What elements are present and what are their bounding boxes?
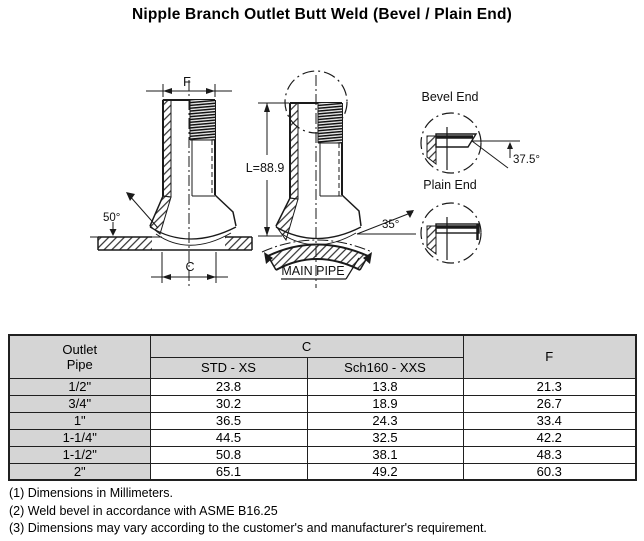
outlet-size-cell: 2" <box>8 462 151 481</box>
bevel-angle-label: 37.5° <box>513 154 540 166</box>
footnote: (1) Dimensions in Millimeters. <box>9 486 173 500</box>
table-row: 2" 65.1 49.2 60.3 <box>8 462 637 481</box>
table-cell: 65.1 <box>149 462 308 481</box>
table-cell: 48.3 <box>462 445 637 464</box>
table-cell: 21.3 <box>462 377 637 396</box>
side-view: L=88.9 35° <box>246 70 416 288</box>
table-cell: 33.4 <box>462 411 637 430</box>
table-row: 3/4" 30.2 18.9 26.7 <box>8 394 637 413</box>
table-cell: 38.1 <box>306 445 464 464</box>
table-cell: 23.8 <box>149 377 308 396</box>
header-std-xs: STD - XS <box>149 356 308 379</box>
run-pipe-wall <box>225 237 252 250</box>
table-cell: 44.5 <box>149 428 308 447</box>
page-title: Nipple Branch Outlet Butt Weld (Bevel / … <box>131 6 513 23</box>
table-cell: 32.5 <box>306 428 464 447</box>
main-pipe-wall <box>268 244 368 270</box>
table-cell: 26.7 <box>462 394 637 413</box>
table-cell: 18.9 <box>306 394 464 413</box>
table-row: 1/2" 23.8 13.8 21.3 <box>8 377 637 396</box>
header-f: F <box>462 334 637 379</box>
thread-section <box>190 100 215 140</box>
footnotes: (1) Dimensions in Millimeters. (2) Weld … <box>9 485 487 538</box>
header-outlet-pipe: Outlet Pipe <box>8 334 151 379</box>
outlet-size-cell: 1-1/4" <box>8 428 151 447</box>
dim-l-label: L=88.9 <box>246 161 285 175</box>
table-cell: 49.2 <box>306 462 464 481</box>
dim-f-label: F <box>183 74 191 89</box>
table-cell: 13.8 <box>306 377 464 396</box>
detail-circle <box>420 112 482 174</box>
table-cell: 36.5 <box>149 411 308 430</box>
table-cell: 60.3 <box>462 462 637 481</box>
main-pipe-centerline <box>261 239 373 253</box>
plain-end-detail: Plain End <box>420 178 482 264</box>
outlet-size-cell: 3/4" <box>8 394 151 413</box>
outlet-size-cell: 1" <box>8 411 151 430</box>
table-row: 1-1/4" 44.5 32.5 42.2 <box>8 428 637 447</box>
weld-angle-label: 35° <box>382 219 399 231</box>
header-sch160-xxs: Sch160 - XXS <box>306 356 464 379</box>
footnote: (3) Dimensions may vary according to the… <box>9 521 487 535</box>
table-row: 1-1/2" 50.8 38.1 48.3 <box>8 445 637 464</box>
dimensions-table: Outlet Pipe C F STD - XS Sch160 - XXS 1/… <box>8 334 638 481</box>
table-cell: 50.8 <box>149 445 308 464</box>
main-pipe-label: MAIN PIPE <box>281 264 344 278</box>
outlet-size-cell: 1/2" <box>8 377 151 396</box>
outlet-size-cell: 1-1/2" <box>8 445 151 464</box>
dim-c-label: C <box>185 260 194 274</box>
detail-circle <box>420 202 482 264</box>
table-cell: 30.2 <box>149 394 308 413</box>
footnote: (2) Weld bevel in accordance with ASME B… <box>9 503 278 518</box>
bevel-end-detail: Bevel End 37.5° <box>420 90 540 174</box>
table-cell: 42.2 <box>462 428 637 447</box>
detail-reference-circle <box>284 70 348 134</box>
thread-section <box>318 103 342 143</box>
bevel-end-title: Bevel End <box>422 90 479 104</box>
run-pipe-wall <box>98 237 152 250</box>
branch-angle-label: 50° <box>103 212 120 224</box>
technical-drawing: F <box>90 70 540 288</box>
front-view: F <box>90 74 253 286</box>
table-cell: 24.3 <box>306 411 464 430</box>
table-row: 1" 36.5 24.3 33.4 <box>8 411 637 430</box>
header-c-group: C <box>149 334 464 358</box>
plain-end-title: Plain End <box>423 178 477 192</box>
